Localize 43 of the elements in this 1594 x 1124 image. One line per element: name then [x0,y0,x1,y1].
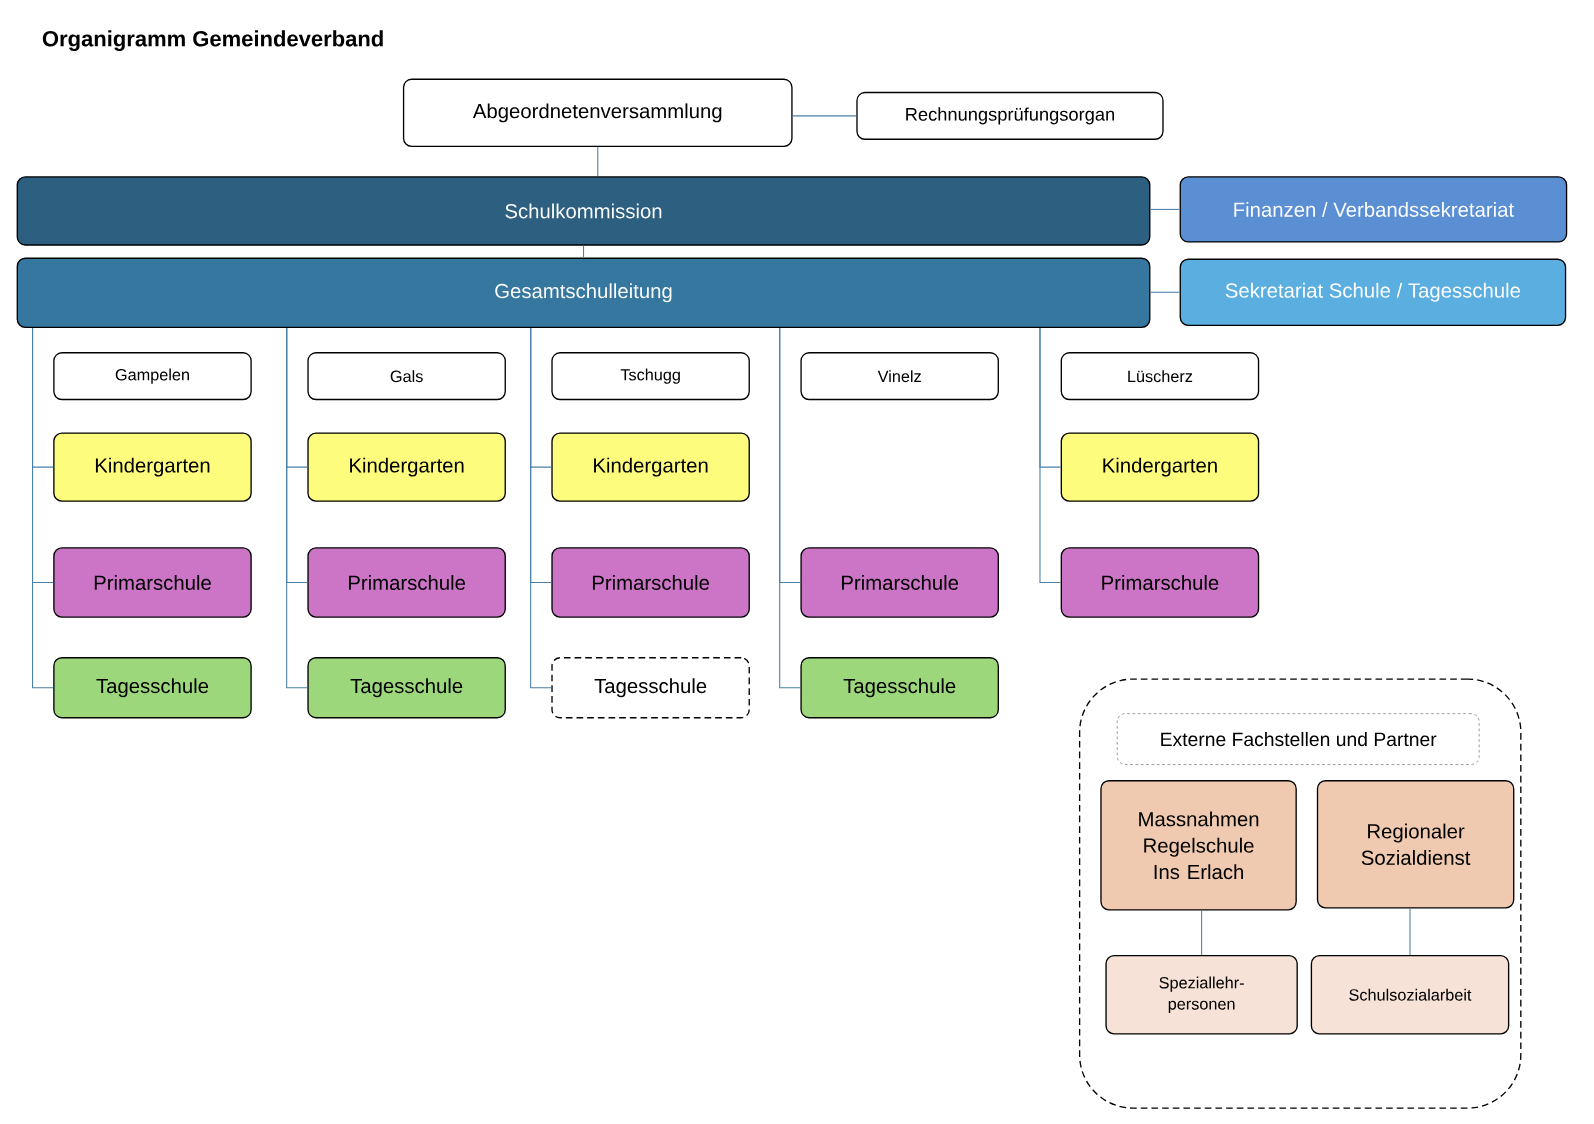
management-bar: Gesamtschulleitung [16,257,1151,328]
school-box: Primarschule [551,547,750,618]
connector-line [583,245,585,259]
connector-line [1201,910,1203,956]
school-box: Primarschule [1060,547,1260,618]
heading-box: Externe Fachstellen und Partner [1116,713,1480,765]
day-school-box: Tagesschule [53,657,252,719]
finance-box: Finanzen / Verbandssekretariat [1179,176,1568,243]
audit-box: Rechnungsprüfungsorgan [856,91,1164,140]
connector-line [286,327,308,689]
connector-line [32,327,54,689]
connector-line [597,146,599,177]
partner-box: Massnahmen Regelschule Ins Erlach [1100,780,1297,911]
location-box: Gampelen [53,352,252,401]
title: Organigramm Gemeindeverband [42,30,383,51]
staff-box: Speziallehr- personen [1105,954,1298,1035]
location-box: Gals [307,352,506,401]
connector-line [779,327,801,689]
school-box: Primarschule [53,547,252,618]
connector-line [530,327,552,689]
staff-box: Schulsozialarbeit [1310,954,1510,1035]
kindergarten-box: Kindergarten [307,432,506,502]
day-school-box: Tagesschule [551,657,750,719]
connector-line [1409,907,1411,956]
school-box: Primarschule [307,547,506,618]
dashed-container [1078,678,1522,1109]
connector-line [1039,327,1062,584]
connector-line [1149,291,1181,293]
day-school-box: Tagesschule [307,657,506,719]
kindergarten-box: Kindergarten [53,432,252,502]
commission-bar: Schulkommission [16,176,1151,246]
connector-line [792,115,857,117]
connector-line [1149,208,1181,210]
location-box: Tschugg [551,352,750,401]
partner-box: Regionaler Sozialdienst [1316,780,1515,909]
secretariat-box: Sekretariat Schule / Tagesschule [1179,258,1567,326]
kindergarten-box: Kindergarten [1060,432,1260,502]
assembly-box: Abgeordnetenversammlung [402,78,793,148]
school-box: Primarschule [800,547,999,618]
kindergarten-box: Kindergarten [551,432,750,502]
location-box: Lüscherz [1060,352,1260,401]
location-box: Vinelz [800,352,999,401]
day-school-box: Tagesschule [800,657,999,719]
